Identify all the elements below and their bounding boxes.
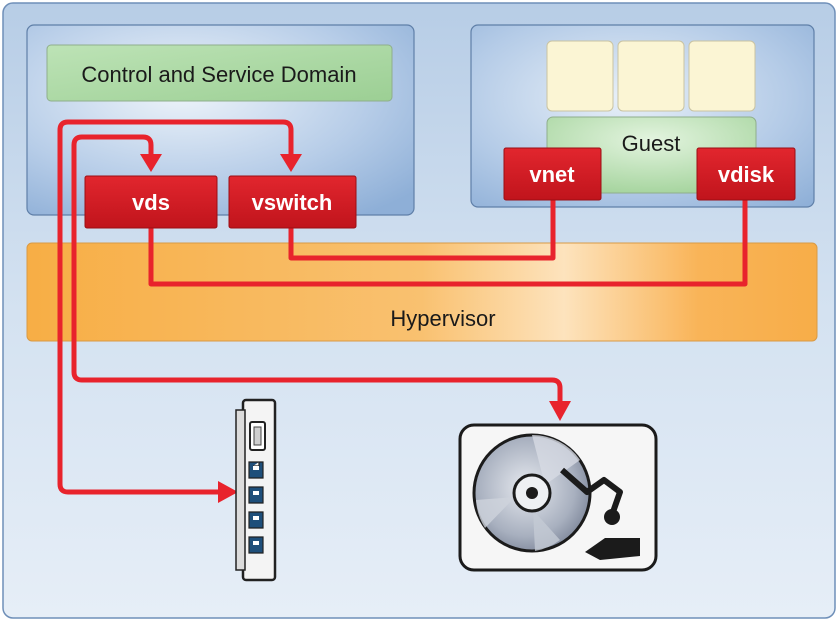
cpu-box-3 [688,40,756,112]
connection-lines [57,119,748,495]
cpu-box-2 [617,40,685,112]
vdisk-box [696,147,796,201]
vswitch-label: vswitch [252,190,333,215]
vdisk-label: vdisk [718,162,775,187]
vds-box [84,175,218,229]
link-vswitch-vnet [288,200,556,261]
arrowheads [140,154,571,503]
guest-label: Guest [622,131,681,156]
control-domain-label-box [46,44,393,102]
arrow-to-vds [140,154,162,172]
service-vds: vds [84,175,218,229]
link-vswitch-network [57,119,294,495]
cpu-box-1 [546,40,614,112]
service-vswitch: vswitch [228,175,357,229]
vnet-box [503,147,602,201]
vswitch-box [228,175,357,229]
control-domain-label: Control and Service Domain [81,62,356,87]
hypervisor-box [26,242,818,342]
link-vds-vdisk [148,200,748,287]
vds-label: vds [132,190,170,215]
service-vdisk: vdisk [696,147,796,201]
service-vnet: vnet [503,147,602,201]
arrow-to-network-card [218,481,238,503]
network-card-icon [235,398,277,582]
hypervisor-layer: Hypervisor [26,242,818,342]
arrow-to-vswitch [280,154,302,172]
link-vds-disk [71,134,563,405]
vnet-label: vnet [529,162,575,187]
disk-drive-icon [458,423,658,572]
arrow-to-disk [549,401,571,421]
hypervisor-label: Hypervisor [390,306,495,331]
